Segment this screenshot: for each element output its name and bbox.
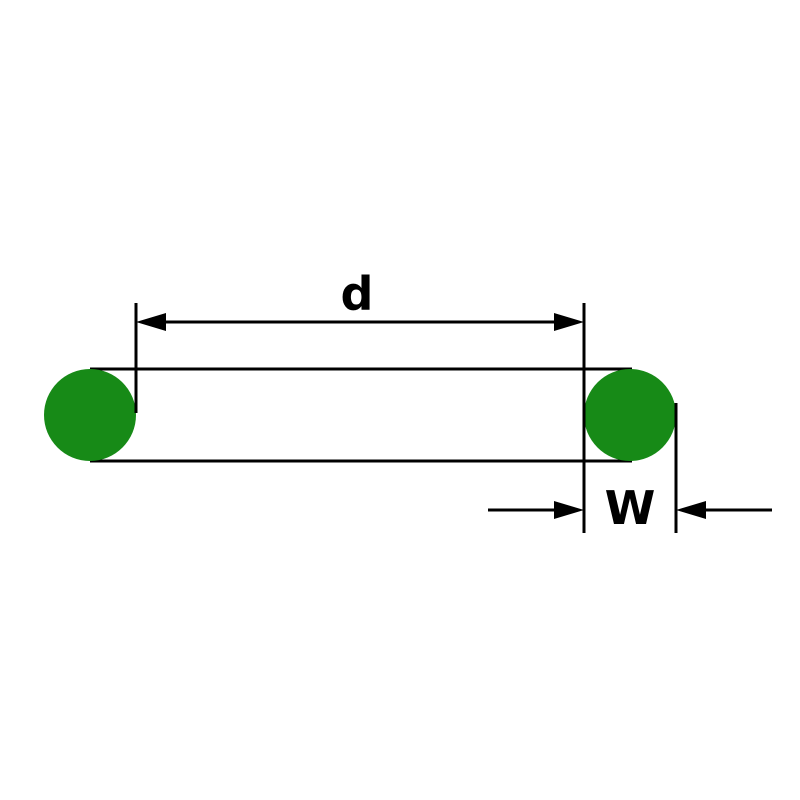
dimension-label-d: d — [341, 267, 374, 321]
d-arrowhead-right-icon — [554, 313, 584, 331]
w-arrowhead-left-icon — [554, 501, 584, 519]
oring-cross-section-right — [584, 369, 676, 461]
dimension-label-w: W — [605, 481, 656, 535]
w-arrowhead-right-icon — [676, 501, 706, 519]
oring-cross-section-left — [44, 369, 136, 461]
d-arrowhead-left-icon — [136, 313, 166, 331]
